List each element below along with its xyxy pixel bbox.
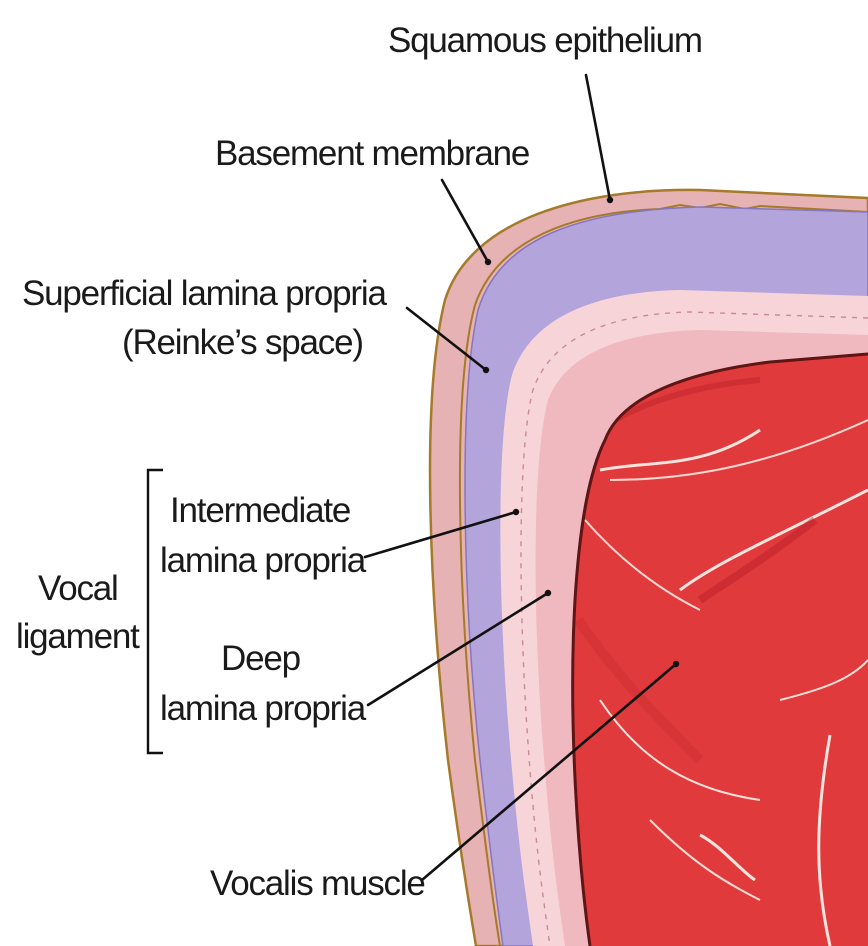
label-intermediate-line1: Intermediate xyxy=(170,491,350,530)
leader-dot-squamous-epithelium xyxy=(607,197,613,203)
label-deep-line2: lamina propria xyxy=(160,689,367,728)
leader-dot-superficial-lamina-propria xyxy=(483,367,489,373)
label-squamous-epithelium: Squamous epithelium xyxy=(388,21,702,60)
leader-basement-membrane xyxy=(442,180,488,262)
label-basement-membrane: Basement membrane xyxy=(215,134,529,173)
leader-dot-basement-membrane xyxy=(485,259,491,265)
label-reinkes-space: (Reinke’s space) xyxy=(122,323,363,362)
vocalis-muscle xyxy=(573,354,868,946)
label-deep-line1: Deep xyxy=(221,639,300,678)
label-intermediate-line2: lamina propria xyxy=(160,541,367,580)
leader-dot-intermediate-lamina-propria xyxy=(513,509,519,515)
label-vocal-ligament-line2: ligament xyxy=(16,617,140,656)
label-vocal-ligament-line1: Vocal xyxy=(38,569,118,608)
leader-dot-vocalis-muscle xyxy=(673,661,679,667)
label-superficial-lamina-propria: Superficial lamina propria xyxy=(22,274,387,313)
leader-dot-deep-lamina-propria xyxy=(545,590,551,596)
leader-squamous-epithelium xyxy=(586,75,610,200)
label-vocalis-muscle: Vocalis muscle xyxy=(210,864,425,903)
